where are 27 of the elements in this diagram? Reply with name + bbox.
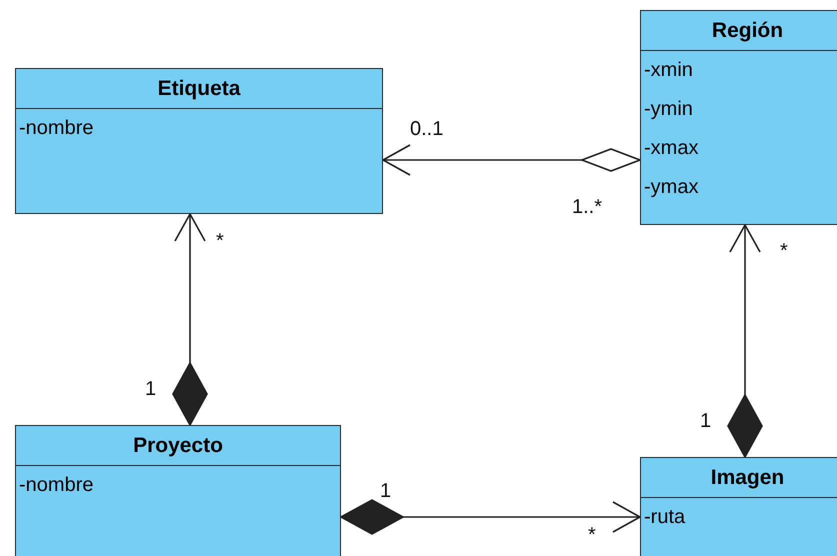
class-name: Proyecto <box>133 434 223 458</box>
multiplicity-label: 1 <box>380 480 392 502</box>
association-line <box>382 144 641 176</box>
multiplicity-label: 1 <box>700 410 712 432</box>
class-box <box>640 457 837 556</box>
attribute: -xmin <box>644 58 693 82</box>
multiplicity-label: * <box>588 524 596 546</box>
multiplicity-label: 0..1 <box>410 118 444 140</box>
class-box <box>15 425 341 556</box>
association-line <box>727 224 763 458</box>
association-line <box>172 213 208 426</box>
attribute: -xmax <box>644 136 698 160</box>
attribute: -nombre <box>19 473 94 497</box>
multiplicity-label: 1..* <box>572 196 602 218</box>
multiplicity-label: * <box>780 240 788 262</box>
attribute: -ruta <box>644 505 686 529</box>
association-line <box>340 499 641 535</box>
multiplicity-label: 1 <box>145 378 156 400</box>
class-name: Imagen <box>710 466 784 490</box>
class-name: Etiqueta <box>158 77 240 101</box>
multiplicity-label: * <box>216 230 224 252</box>
attribute: -nombre <box>19 116 94 140</box>
class-box <box>15 68 383 214</box>
attribute: -ymin <box>644 97 693 121</box>
class-name: Región <box>712 19 784 43</box>
class-box <box>640 10 837 225</box>
attribute: -ymax <box>644 175 698 199</box>
